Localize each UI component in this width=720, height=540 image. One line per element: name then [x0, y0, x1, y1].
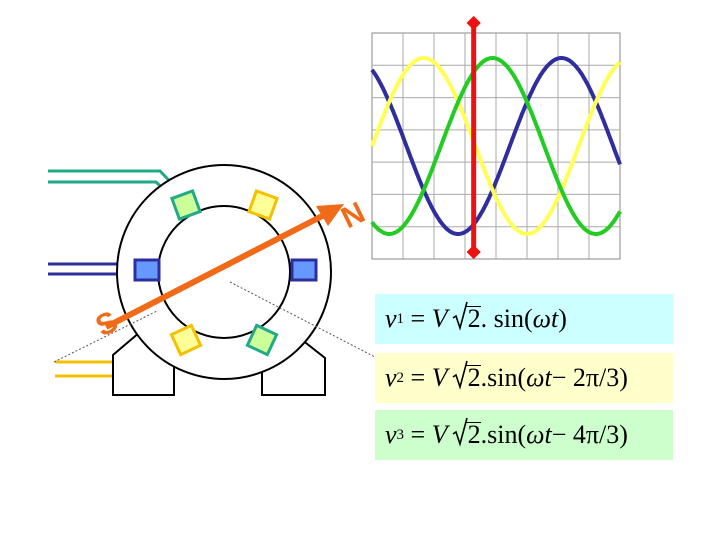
eq-lhs-var: v [385, 420, 397, 449]
eq-arg: ωt [532, 304, 559, 333]
eq-radicand: 2 [465, 363, 481, 392]
windings [133, 188, 318, 357]
winding-phase2-top [246, 188, 280, 222]
eq-radicand: 2 [465, 420, 481, 449]
eq-amplitude: V [431, 420, 448, 449]
time-cursor-bottom-marker [466, 244, 481, 260]
radical-sign [452, 417, 468, 447]
eq-lhs-sub: 2 [396, 369, 405, 386]
eq-lhs-var: v [385, 304, 397, 333]
eq-amplitude: V [431, 304, 448, 333]
eq-close: ) [619, 420, 628, 449]
leader-lines [53, 281, 376, 363]
eq-phase: − 2π/3 [551, 363, 620, 392]
eq-radicand: 2 [465, 304, 481, 333]
eq-sqrt: 2 [452, 360, 481, 393]
eq-func: . sin( [480, 304, 533, 333]
eq-lhs-sub: 1 [396, 310, 405, 327]
waveform-phase3 [370, 56, 622, 236]
eq-lhs-sub: 3 [396, 426, 405, 443]
pole-label-north: N [336, 196, 370, 235]
winding-phase1-right [290, 258, 318, 282]
eq-sqrt: 2 [452, 417, 481, 450]
waveform-phase1 [370, 56, 622, 236]
eq-sqrt: 2 [452, 301, 481, 334]
winding-phase2-bottom [169, 323, 203, 357]
rotor-arrow-head [316, 204, 344, 226]
winding-phase3-bottom [245, 323, 279, 357]
time-cursor-top-marker [466, 15, 481, 31]
eq-arg: ωt [526, 363, 552, 392]
winding-phase1-left [133, 258, 161, 282]
pole-label-south: S [91, 305, 123, 343]
eq-arg: ωt [526, 420, 552, 449]
eq-close: ) [619, 363, 628, 392]
eq-close: ) [558, 304, 567, 333]
eq-lhs-var: v [385, 363, 397, 392]
eq-equals: = [404, 363, 432, 392]
radical-sign [452, 301, 468, 331]
stator-inner [157, 205, 291, 339]
eq-func: .sin( [480, 363, 527, 392]
waveform-phase2 [370, 56, 622, 237]
eq-amplitude: V [431, 363, 448, 392]
eq-func: .sin( [480, 420, 527, 449]
eq-equals: = [404, 304, 432, 333]
eq-equals: = [404, 420, 432, 449]
eq-phase: − 4π/3 [551, 420, 620, 449]
oscilloscope [370, 15, 622, 260]
radical-sign [452, 360, 468, 390]
winding-phase3-top [169, 188, 203, 222]
